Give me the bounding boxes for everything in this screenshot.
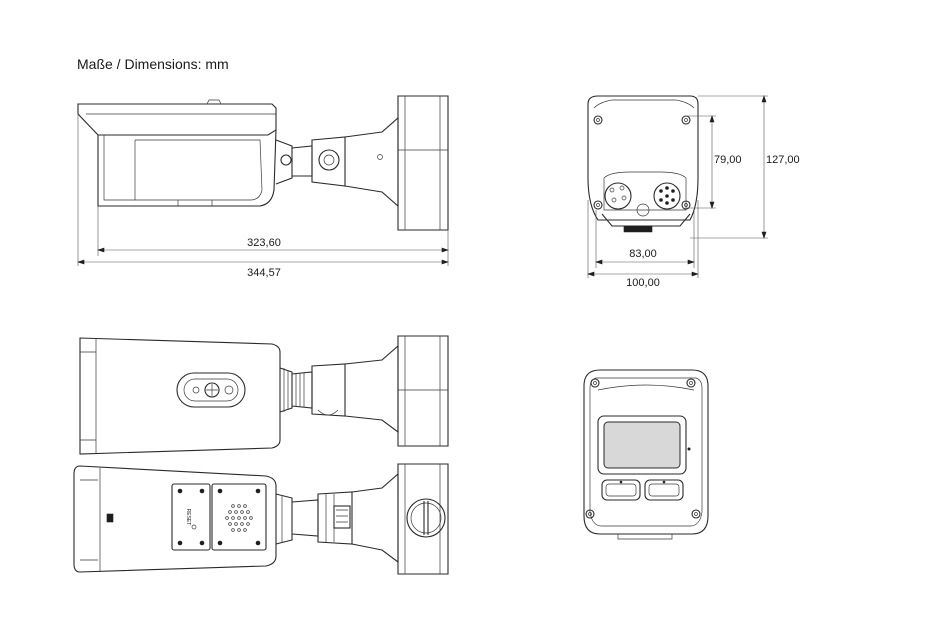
reset-label: RESET [185, 509, 191, 526]
dim-mount-height: 79,00 [714, 154, 742, 166]
front-view [583, 369, 709, 540]
speaker-grille [225, 504, 253, 532]
dim-mount-width: 83,00 [629, 248, 657, 260]
dim-total-height: 127,00 [766, 154, 800, 166]
side-view-dimensions: 323,60 344,57 [77, 114, 449, 279]
mount-back-view [587, 95, 699, 233]
top-view [79, 335, 449, 455]
page-title: Maße / Dimensions: mm [77, 56, 229, 72]
bottom-view: RESET [73, 463, 449, 575]
mount-back-dimensions: 79,00 127,00 83,00 100,00 [587, 95, 800, 289]
dim-side-total: 344,57 [247, 267, 281, 279]
dim-total-width: 100,00 [626, 277, 660, 289]
dim-side-inner: 323,60 [247, 237, 281, 249]
side-view [77, 95, 449, 231]
